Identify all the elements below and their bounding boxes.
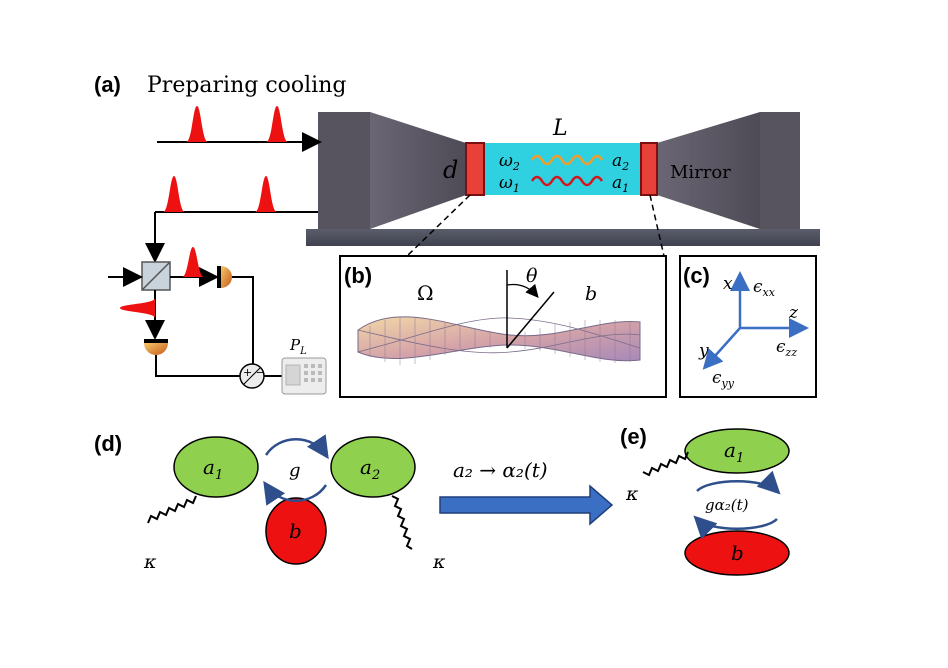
wire-right-detector bbox=[232, 276, 264, 377]
panel-label-a: (a) bbox=[94, 72, 121, 97]
theta-rotated-axis bbox=[506, 291, 555, 349]
upper-pulse-1 bbox=[186, 106, 208, 142]
omega1-label: ω1 bbox=[499, 173, 520, 195]
decay-line-e bbox=[642, 451, 689, 477]
left-mirror bbox=[465, 142, 485, 196]
lower-pulse-2 bbox=[255, 176, 277, 212]
subtractor-divider bbox=[243, 367, 261, 385]
rotation-omega-label: Ω bbox=[417, 281, 434, 305]
right-block-front bbox=[760, 112, 800, 229]
twisted-nanobeam bbox=[357, 316, 641, 365]
detector-right-plate bbox=[217, 266, 221, 288]
mirror-label: Mirror bbox=[670, 162, 731, 183]
panel-a-title: Preparing cooling bbox=[147, 73, 346, 98]
coupling-arrow-top-e bbox=[696, 470, 781, 495]
theta-arc bbox=[506, 283, 539, 298]
a1-cavity-label: a1 bbox=[612, 173, 629, 195]
strain-yy-label: ϵyy bbox=[712, 368, 735, 390]
cavity bbox=[484, 143, 641, 195]
subtractor-signs: + − bbox=[243, 366, 265, 379]
analyzer-buttons bbox=[304, 364, 322, 382]
strain-xx-label: ϵxx bbox=[753, 277, 776, 299]
zoom-line-left bbox=[406, 194, 471, 257]
z-axis-label: z bbox=[788, 303, 799, 323]
optical-table-base bbox=[306, 229, 820, 246]
coupling-arrow-bottom bbox=[263, 480, 328, 506]
upper-pulse-2 bbox=[266, 106, 288, 142]
y-axis-label: y bbox=[698, 341, 709, 361]
split-pulse-right bbox=[182, 247, 204, 277]
a2-cavity-label: a2 bbox=[612, 151, 629, 173]
detector-power-label: PL bbox=[289, 336, 307, 357]
mode-a1-node-e bbox=[684, 428, 790, 474]
mode-b-label: b bbox=[289, 519, 302, 543]
beam-splitter-diagonal bbox=[141, 261, 171, 291]
right-mirror bbox=[640, 142, 658, 196]
decay-line-right bbox=[391, 495, 413, 550]
mode-a2-node bbox=[330, 436, 416, 498]
mode-a1-node bbox=[173, 436, 259, 498]
coupling-g-label: g bbox=[289, 460, 301, 481]
lower-pulse-1 bbox=[163, 176, 185, 212]
panel-label-e: (e) bbox=[620, 424, 647, 449]
mode-b-node-e bbox=[684, 530, 790, 576]
b-mode-label: b bbox=[585, 283, 597, 305]
zoom-line-right bbox=[649, 194, 665, 257]
kappa-right-label: κ bbox=[432, 551, 446, 573]
wire-bottom-detector bbox=[155, 355, 240, 377]
strain-zz-label: ϵzz bbox=[776, 337, 797, 359]
x-axis-label: x bbox=[723, 274, 733, 294]
split-pulse-down bbox=[120, 298, 155, 318]
mode-a2-label: a2 bbox=[360, 455, 380, 483]
transition-arrow bbox=[439, 484, 614, 526]
detector-bottom bbox=[144, 343, 168, 355]
panel-label-d: (d) bbox=[94, 431, 122, 456]
mode-a1-label-e: a1 bbox=[724, 438, 744, 466]
left-block-front bbox=[318, 112, 370, 229]
left-block-taper bbox=[370, 112, 466, 229]
coupling-arrow-bottom-e bbox=[693, 515, 778, 540]
theta-label: θ bbox=[526, 265, 538, 287]
detector-bottom-plate bbox=[144, 339, 168, 343]
analyzer-screen bbox=[285, 364, 301, 386]
mode-a1-label: a1 bbox=[203, 455, 223, 483]
panel-label-b: (b) bbox=[344, 263, 372, 288]
kappa-left-label: κ bbox=[143, 551, 157, 573]
mode-b-label-e: b bbox=[731, 541, 744, 565]
diameter-label: d bbox=[443, 156, 458, 184]
detector-right bbox=[221, 266, 232, 288]
wave-omega2 bbox=[530, 154, 604, 166]
decay-line-left bbox=[147, 495, 197, 524]
cavity-length-label: L bbox=[552, 116, 568, 141]
panel-label-c: (c) bbox=[683, 263, 710, 288]
wave-omega1 bbox=[530, 175, 604, 187]
transition-label: a₂ → α₂(t) bbox=[453, 458, 548, 482]
y-axis-arrow bbox=[702, 327, 741, 370]
mode-b-node bbox=[265, 497, 327, 565]
omega2-label: ω2 bbox=[499, 151, 520, 173]
coupling-arrow-top bbox=[264, 434, 329, 460]
right-block-taper bbox=[657, 112, 760, 229]
effective-coupling-label: gα₂(t) bbox=[705, 496, 749, 514]
kappa-label-e: κ bbox=[625, 483, 639, 505]
